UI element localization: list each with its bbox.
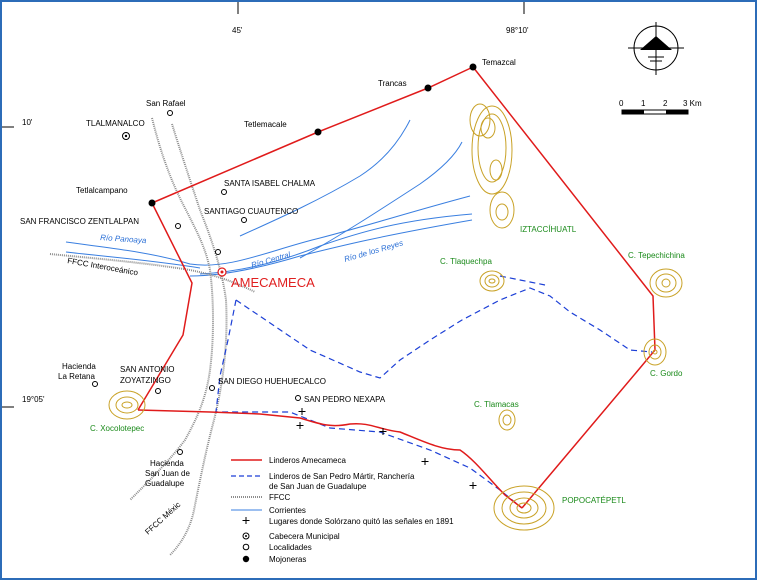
label-rio-central: Río Central [250,250,292,270]
label-popocatepetl: POPOCATÉPETL [562,496,626,505]
tepechichina-contours [649,268,683,298]
label-san-pedro-nexapa: SAN PEDRO NEXAPA [304,395,386,404]
label-trancas: Trancas [378,79,407,88]
label-rio-de-los-reyes: Río de los Reyes [343,238,404,263]
coord-left-10: 10' [22,118,33,127]
label-hacienda-retana-2: La Retana [58,372,95,381]
label-san-antonio-2: ZOYATZINGO [120,376,171,385]
north-arrow-icon [628,22,684,75]
label-san-diego-huehuecalco: SAN DIEGO HUEHUECALCO [218,377,326,386]
legend-cabecera: Cabecera Municipal [269,532,340,541]
legend-ffcc: FFCC [269,493,291,502]
label-santiago-cuautenco: SANTIAGO CUAUTENCO [204,207,298,216]
scale-tick-3: 3 Km [683,99,702,108]
label-hacienda-sanjuan-2: San Juan de [145,469,190,478]
tlamacas-contours [498,409,516,431]
label-hacienda-retana-1: Hacienda [62,362,96,371]
label-san-francisco-zentlalpan: SAN FRANCISCO ZENTLALPAN [20,217,139,226]
scale-bar: 0 1 2 3 Km [619,99,702,115]
legend-linderos-sp-1: Linderos de San Pedro Mártir, Ranchería [269,472,415,481]
legend-linderos-sp-2: de San Juan de Guadalupe [269,482,367,491]
amecameca-marker-icon [217,267,227,277]
scale-tick-0: 0 [619,99,624,108]
label-santa-isabel-chalma: SANTA ISABEL CHALMA [224,179,316,188]
label-san-rafael: San Rafael [146,99,186,108]
coord-top-98-10: 98°10' [506,26,529,35]
localidades [92,110,301,455]
tlaquechpa-contours [479,270,505,292]
san-pedro-boundary [215,275,653,509]
label-hacienda-sanjuan-3: Guadalupe [145,479,185,488]
rivers [65,119,473,277]
coord-top-45: 45' [232,26,243,35]
amecameca-boundary [137,66,656,509]
legend-linderos: Linderos Amecameca [269,456,346,465]
solorzano-crosses [296,408,477,489]
mojonera-temazcal [469,63,477,71]
label-tlalmanalco: TLALMANALCO [86,119,145,128]
legend-corrientes: Corrientes [269,506,306,515]
legend-localidades: Localidades [269,543,312,552]
legend: Linderos Amecameca Linderos de San Pedro… [231,456,454,564]
xocolotepec-contours [108,390,146,420]
label-ffcc-interoceanico: FFCC Interoceánico [67,256,140,277]
label-ffcc-mexico: FFCC Méxic [143,500,182,536]
label-hacienda-sanjuan-1: Hacienda [150,459,184,468]
iztaccihuatl-contours [469,103,515,229]
label-tetlemacale: Tetlemacale [244,120,287,129]
contours [108,103,683,531]
popocatepetl-contours [493,485,555,531]
label-san-antonio-1: SAN ANTONIO [120,365,175,374]
label-rio-panoaya: Río Panoaya [100,233,147,245]
legend-mojoneras: Mojoneras [269,555,306,564]
scale-tick-2: 2 [663,99,668,108]
label-temazcal: Temazcal [482,58,516,67]
coord-left-19-05: 19°05' [22,395,45,404]
legend-lugares: Lugares donde Solórzano quitó las señale… [269,517,454,526]
mojoneras [148,63,477,207]
scale-tick-1: 1 [641,99,646,108]
mojonera-tetlalcampano [148,199,156,207]
label-amecameca: AMECAMECA [231,275,315,290]
label-tetlalcampano: Tetlalcampano [76,186,128,195]
label-xocolotepec: C. Xocolotepec [90,424,144,433]
mojonera-tetlemacale [314,128,322,136]
mojonera-trancas [424,84,432,92]
label-tepechichina: C. Tepechichina [628,251,685,260]
label-iztaccihuatl: IZTACCÍHUATL [520,225,577,234]
cabecera-icon [122,132,130,140]
label-tlaquechpa: C. Tlaquechpa [440,257,492,266]
gordo-contours [643,338,667,366]
graticule [2,2,525,408]
label-tlamacas: C. Tlamacas [474,400,519,409]
label-gordo: C. Gordo [650,369,683,378]
